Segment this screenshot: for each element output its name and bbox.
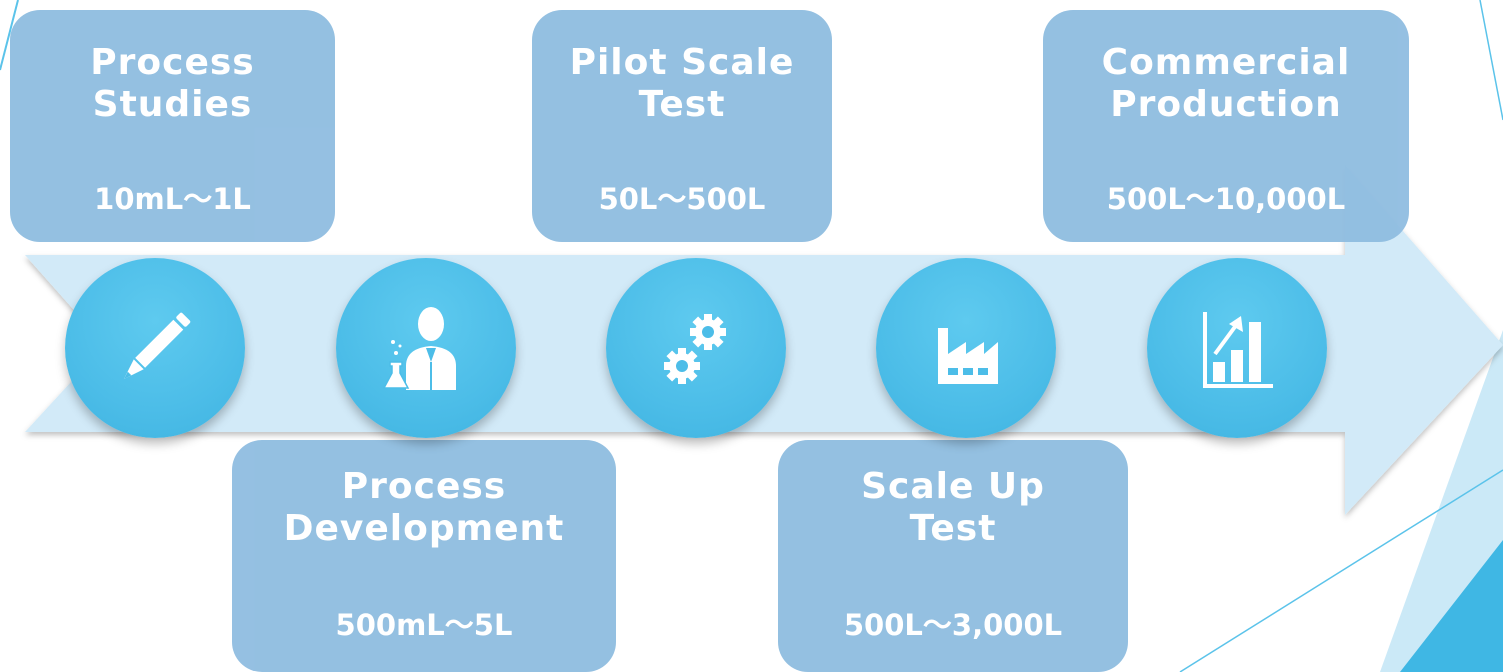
stage-title-line1: Pilot Scale	[569, 42, 795, 83]
stage-icon-circle-5	[1147, 258, 1327, 438]
stage-icon-circle-2	[336, 258, 516, 438]
stage-title-line1: Scale Up	[861, 466, 1045, 507]
stage-box-scale-up-test: Scale Up Test 500L〜3,000L	[778, 440, 1128, 672]
stage-box-process-development: Process Development 500mL〜5L	[232, 440, 616, 672]
stage-title-line2: Test	[638, 84, 726, 125]
stage-icon-circle-1	[65, 258, 245, 438]
stage-title-line1: Commercial	[1101, 42, 1351, 83]
gears-icon	[664, 314, 726, 384]
stage-title-line2: Production	[1110, 84, 1342, 125]
stage-title-line1: Process	[90, 42, 255, 83]
stage-title-line2: Development	[283, 508, 565, 549]
stage-range: 500L〜3,000L	[843, 608, 1063, 642]
stage-box-commercial-production: Commercial Production 500L〜10,000L	[1043, 10, 1409, 242]
factory-icon	[938, 328, 998, 384]
stage-icon-circle-4	[876, 258, 1056, 438]
stage-box-pilot-scale-test: Pilot Scale Test 50L〜500L	[532, 10, 832, 242]
stage-title: Commercial Production	[1043, 42, 1409, 126]
stage-range: 500L〜10,000L	[1106, 182, 1346, 216]
stage-title-line2: Test	[909, 508, 997, 549]
stage-title: Process Development	[232, 466, 616, 550]
stage-range: 50L〜500L	[598, 182, 766, 216]
stage-range: 10mL〜1L	[94, 182, 251, 216]
pencil-icon	[123, 312, 191, 380]
stage-title: Pilot Scale Test	[532, 42, 832, 126]
stage-range: 500mL〜5L	[335, 608, 513, 642]
scientist-icon	[382, 307, 456, 390]
stage-title-line1: Process	[341, 466, 507, 507]
stage-title-line2: Studies	[92, 84, 253, 125]
stage-title: Scale Up Test	[778, 466, 1128, 550]
stage-title: Process Studies	[10, 42, 335, 126]
stage-box-process-studies: Process Studies 10mL〜1L	[10, 10, 335, 242]
growth-chart-icon	[1203, 312, 1273, 388]
stage-icon-circle-3	[606, 258, 786, 438]
